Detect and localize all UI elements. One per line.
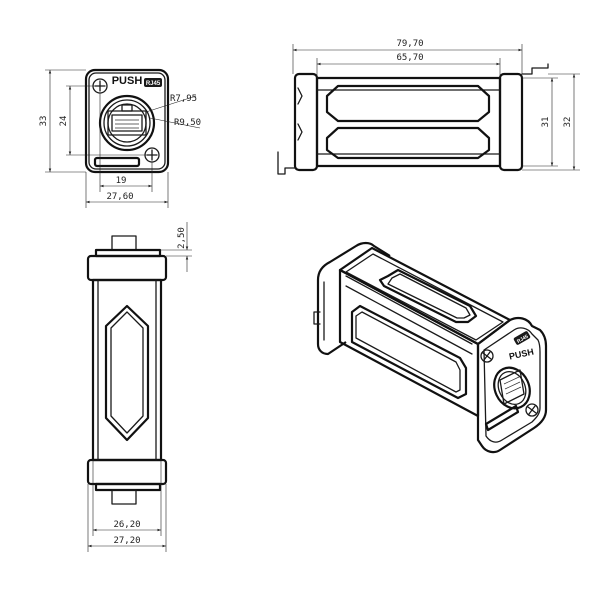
dim-front-height-outer-text: 33	[39, 116, 49, 127]
iso-back-flange	[316, 241, 391, 281]
dim-radius-small: R7,95	[145, 94, 197, 113]
screw-icon	[480, 349, 494, 363]
dim-radius-large: R9,50	[149, 117, 201, 129]
dim-bottom-flange: 2,50	[160, 222, 192, 272]
front-view: PUSH RJ45 33 24	[39, 68, 201, 208]
front-bottom-slot	[93, 156, 141, 168]
iso-rj45-socket	[499, 369, 525, 405]
iso-top-window	[378, 268, 478, 324]
dim-side-height-inner-text: 31	[541, 117, 551, 128]
dim-side-height-inner: 31	[522, 77, 558, 167]
dim-front-height-inner: 24	[59, 85, 147, 156]
iso-front-flange	[476, 316, 548, 454]
dim-bottom-width-inner-text: 26,20	[113, 520, 140, 530]
bottom-pin-top	[111, 235, 137, 251]
dim-side-height-outer: 32	[522, 73, 580, 171]
side-end-flange-right	[498, 72, 524, 172]
side-view: 79,70 65,70 31 32	[277, 39, 580, 175]
dim-radius-large-text: R9,50	[174, 118, 201, 128]
bottom-pin-bottom	[111, 489, 137, 505]
side-panel-upper	[325, 84, 491, 123]
side-body-outline	[315, 76, 502, 168]
iso-push-label: PUSH	[508, 347, 535, 362]
dim-front-width-outer-text: 27,60	[106, 192, 133, 202]
side-panel-lower	[325, 126, 491, 160]
iso-rj45-badge-label: RJ45	[516, 334, 530, 345]
front-push-label: PUSH	[112, 75, 143, 87]
dim-bottom-width-outer-text: 27,20	[113, 536, 140, 546]
dim-front-width-inner-text: 19	[116, 176, 127, 186]
dim-front-width-outer: 27,60	[85, 172, 169, 208]
iso-rj45-badge	[513, 331, 531, 345]
dim-front-height-inner-text: 24	[59, 116, 69, 127]
side-pin-right	[521, 63, 549, 75]
iso-view: PUSH RJ45	[313, 241, 548, 454]
bottom-view: 2,50 26,20 27,20	[86, 222, 192, 552]
dim-radius-small-text: R7,95	[170, 94, 197, 104]
front-rj45-badge	[144, 78, 162, 87]
screw-icon	[92, 78, 108, 94]
dim-side-length-inner: 65,70	[316, 53, 501, 78]
dim-front-width-inner: 19	[99, 93, 153, 192]
dim-front-height-outer: 33	[39, 69, 86, 173]
dim-side-height-outer-text: 32	[563, 117, 573, 128]
front-rj45-badge-label: RJ45	[146, 81, 161, 87]
bottom-flange-bottom	[86, 458, 168, 486]
dim-side-length-outer-text: 79,70	[396, 39, 423, 49]
dim-side-length-inner-text: 65,70	[396, 53, 423, 63]
iso-side-window	[350, 304, 468, 400]
bottom-body-outline	[91, 278, 163, 462]
dim-bottom-flange-text: 2,50	[177, 227, 187, 249]
screw-icon	[144, 147, 160, 163]
screw-icon	[525, 403, 539, 417]
dim-bottom-width-outer: 27,20	[87, 484, 167, 552]
bottom-flange-top	[86, 254, 168, 282]
dim-side-length-outer: 79,70	[292, 39, 523, 74]
iso-bottom-slot	[484, 404, 520, 432]
bottom-window	[104, 304, 150, 442]
iso-latch-ring	[493, 366, 531, 410]
dim-bottom-width-inner: 26,20	[92, 460, 162, 536]
side-pin-left	[277, 151, 296, 175]
front-flange-outline	[84, 68, 170, 174]
